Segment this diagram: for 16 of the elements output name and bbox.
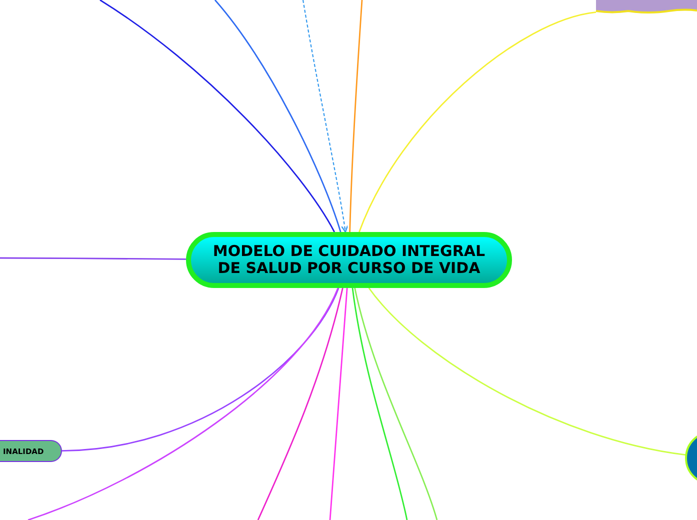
connector-line <box>62 288 340 452</box>
connector-line <box>28 288 339 520</box>
topic-box <box>0 440 62 462</box>
connector-line <box>354 288 438 520</box>
connector-line <box>349 0 363 232</box>
connector-line <box>100 0 335 232</box>
connector-line <box>358 12 596 232</box>
connector-line <box>214 0 342 232</box>
connector-line <box>352 288 408 520</box>
connector-line <box>257 288 344 520</box>
connector-line <box>368 288 686 456</box>
topic-title: MODELO DE CUIDADO INTEGRAL DE SALUD POR CURSO DE VIDA <box>212 243 486 277</box>
connector-line <box>0 257 186 260</box>
connector-line <box>329 288 348 520</box>
cloud-shape <box>596 0 697 14</box>
dashed-arrow <box>302 0 348 233</box>
